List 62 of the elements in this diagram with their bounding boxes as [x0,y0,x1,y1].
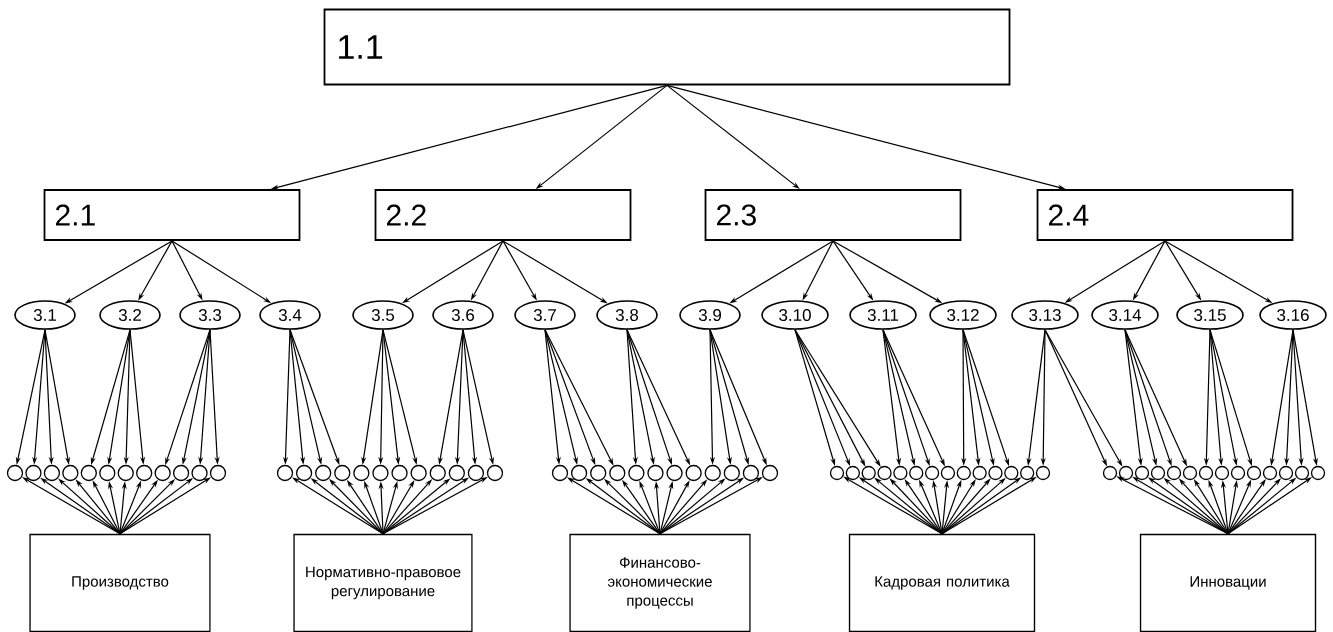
small-circle [704,464,721,482]
ellipse-node: 3.9 [679,300,741,330]
small-circle [276,464,294,482]
ellipse-node: 3.3 [179,300,241,330]
small-circle [80,464,97,482]
small-circle [372,464,389,482]
ellipse-node: 3.12 [929,300,997,330]
small-circle [172,464,190,482]
process-box: 2.4 [1036,189,1294,241]
small-circle [742,464,760,482]
ellipse-node: 3.1 [14,300,76,330]
small-circle [590,464,607,482]
ellipse-node: 3.16 [1259,300,1327,330]
small-circle [315,464,332,482]
small-circle [685,464,702,482]
ellipse-node: 3.7 [514,300,576,330]
small-circle [191,464,208,482]
small-circle [448,464,465,482]
category-box: Кадровая политика [848,533,1036,632]
small-circle [99,464,116,482]
small-circle [353,464,370,482]
small-circle [334,464,351,482]
small-circle [209,464,227,482]
small-circle [467,464,485,482]
small-circle [551,464,569,482]
small-circle [410,464,427,482]
category-box: Инновации [1139,533,1317,632]
ellipse-node: 3.8 [596,300,658,330]
small-circle [761,464,779,482]
process-box: 2.2 [374,189,632,241]
small-circle [628,464,645,482]
ellipse-node: 3.10 [761,300,829,330]
ellipse-node: 3.2 [99,300,161,330]
ellipse-node: 3.14 [1091,300,1159,330]
small-circle [43,464,61,482]
small-circle [295,464,313,482]
small-circle [486,464,504,482]
small-circle [117,464,134,482]
small-circle [609,464,626,482]
category-box: Производство [29,533,211,632]
small-circle [723,464,740,482]
category-box: Финансово-экономические процессы [569,533,751,632]
small-circle [570,464,588,482]
small-circle [391,464,408,482]
process-box: 2.3 [704,189,962,241]
small-circle [154,464,171,482]
small-circle [62,464,79,482]
ellipse-node: 3.11 [849,300,917,330]
ellipse-node: 3.15 [1176,300,1244,330]
process-box: 1.1 [323,8,1011,86]
small-circle [6,464,24,482]
small-circle [666,464,683,482]
small-circle [429,464,446,482]
process-box: 2.1 [43,189,301,241]
small-circle [25,464,42,482]
small-circle [136,464,153,482]
category-box: Нормативно-правовое регулирование [293,533,473,632]
ellipse-node: 3.6 [432,300,494,330]
ellipse-node: 3.13 [1011,300,1079,330]
ellipse-node: 3.5 [352,300,414,330]
small-circle [647,464,664,482]
ellipse-node: 3.4 [259,300,321,330]
